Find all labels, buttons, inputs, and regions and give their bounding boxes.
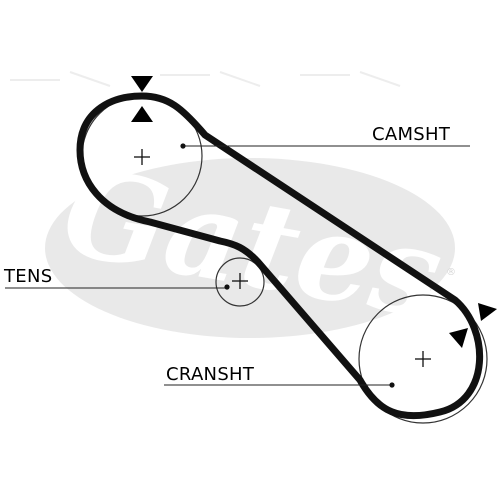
crankshaft-timing-mark bbox=[449, 303, 497, 348]
tensioner-label: TENS bbox=[3, 266, 52, 287]
camshaft-label: CAMSHT bbox=[372, 124, 451, 145]
tensioner-leader bbox=[5, 284, 230, 290]
svg-text:®: ® bbox=[446, 267, 456, 278]
crankshaft-pulley bbox=[358, 294, 488, 424]
crankshaft-center-mark bbox=[415, 351, 431, 367]
tensioner-pulley bbox=[215, 257, 265, 307]
timing-belt bbox=[76, 92, 484, 420]
gates-watermark-logo: Gates ® bbox=[45, 141, 456, 346]
camshaft-leader bbox=[180, 143, 470, 149]
camshaft-center-mark bbox=[134, 149, 150, 165]
tensioner-center-mark bbox=[232, 273, 248, 289]
crankshaft-leader bbox=[164, 382, 395, 388]
crankshaft-label: CRANSHT bbox=[166, 364, 255, 385]
faint-top-watermark bbox=[10, 71, 401, 87]
camshaft-timing-mark bbox=[131, 76, 153, 122]
